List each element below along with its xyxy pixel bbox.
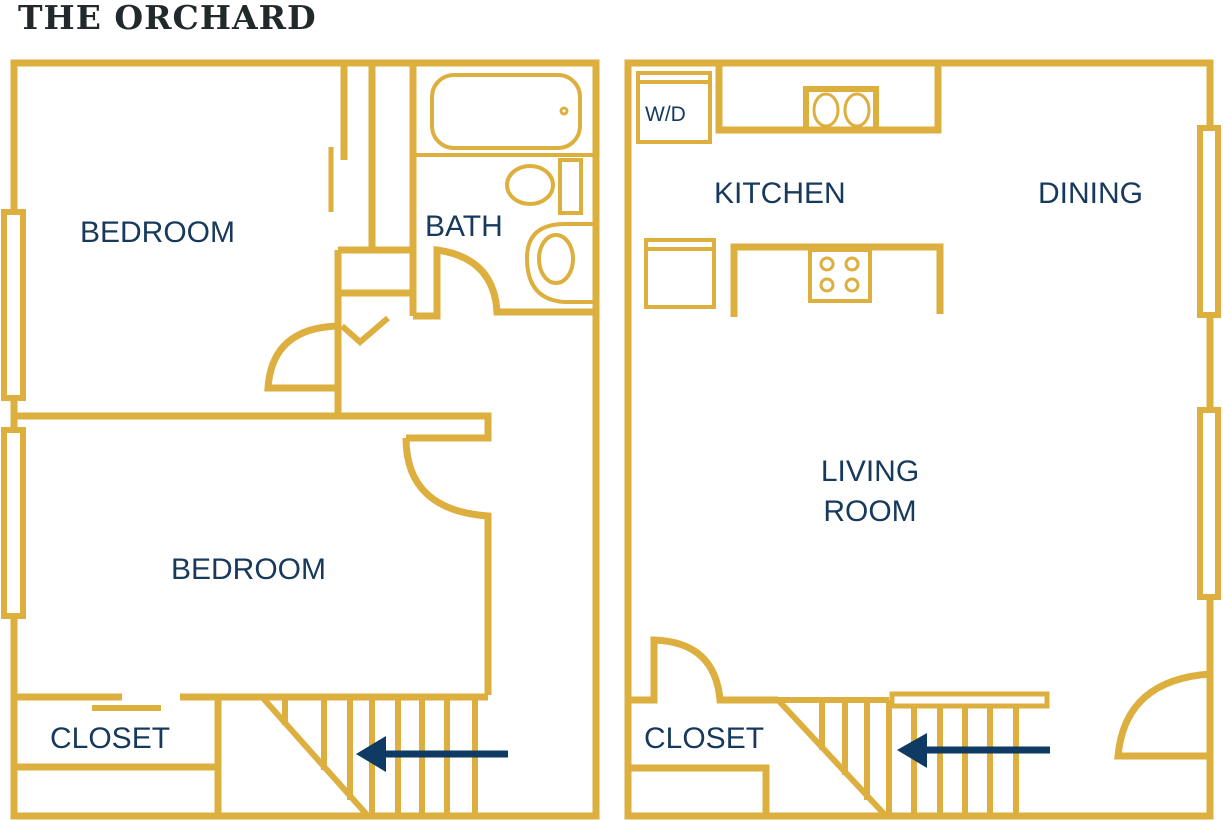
kitchen-sink-icon — [803, 86, 879, 133]
bathtub-icon — [430, 73, 582, 150]
window-icon — [1, 209, 26, 401]
toilet-icon — [505, 164, 555, 206]
washer-dryer-icon — [636, 71, 712, 144]
room-label-living-line1: LIVING — [820, 455, 920, 488]
window-icon — [1197, 125, 1221, 318]
room-label-living-line2: ROOM — [823, 495, 917, 528]
lower-stairs — [775, 697, 1019, 819]
bedroom-door-icon — [402, 437, 492, 695]
room-label-bath: BATH — [425, 210, 503, 243]
entry-door-icon — [1114, 670, 1211, 760]
bedroom-door-icon — [264, 322, 339, 392]
stair-railing-icon — [889, 691, 1050, 709]
window-icon — [1197, 407, 1221, 600]
stairs-direction-arrow-icon — [356, 736, 508, 772]
sink-icon — [524, 222, 596, 304]
stove-icon — [808, 248, 872, 303]
lower-outer-wall — [624, 59, 1214, 820]
floorplan-title: THE ORCHARD — [18, 0, 317, 37]
room-label-living-room: LIVING ROOM — [810, 455, 930, 529]
refrigerator-icon — [644, 238, 716, 309]
bath-door-icon — [413, 245, 596, 320]
upper-floor-plan — [1, 59, 600, 820]
room-label-dining: DINING — [1038, 177, 1143, 210]
room-label-kitchen: KITCHEN — [714, 177, 846, 210]
window-icon — [1, 427, 26, 619]
room-label-bedroom: BEDROOM — [80, 216, 236, 249]
room-label-closet: CLOSET — [50, 722, 171, 755]
room-label-washer-dryer: W/D — [645, 103, 686, 126]
room-label-closet: CLOSET — [644, 722, 765, 755]
stairs-direction-arrow-icon — [897, 733, 1050, 768]
closet-door-icon — [628, 636, 778, 704]
lower-floor-plan — [624, 59, 1221, 820]
room-label-bedroom: BEDROOM — [171, 553, 327, 586]
